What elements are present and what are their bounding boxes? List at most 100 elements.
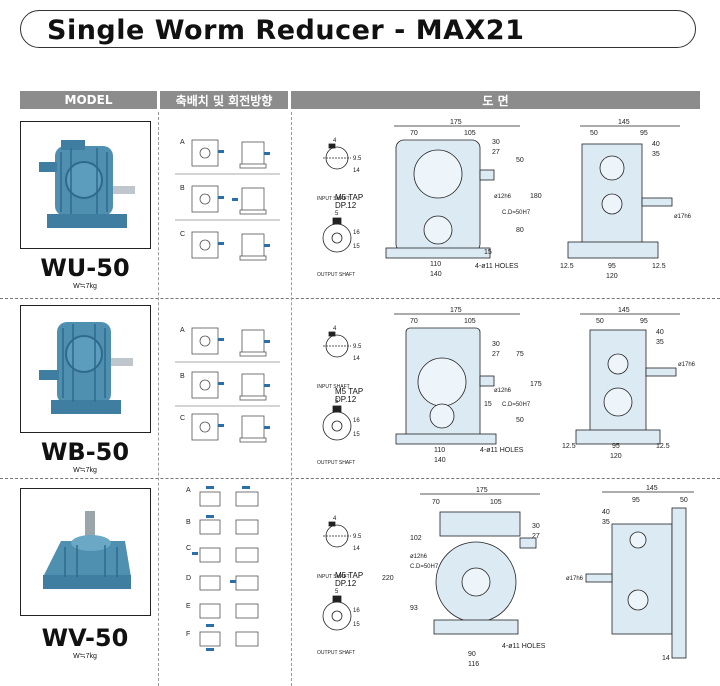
model-name: WV-50 (41, 624, 129, 652)
svg-text:35: 35 (656, 339, 664, 346)
svg-text:40: 40 (652, 141, 660, 148)
svg-text:15: 15 (353, 432, 360, 438)
front-view-drawing: 175 70 105 30 27 102 220 93 90 116 ø12h6… (382, 487, 546, 668)
svg-text:9.5: 9.5 (353, 156, 362, 162)
svg-text:50: 50 (516, 417, 524, 424)
svg-text:220: 220 (382, 575, 394, 582)
input-shaft-label: INPUT SHAFT (317, 196, 350, 202)
arrangement-label: A (180, 139, 185, 146)
svg-text:95: 95 (640, 130, 648, 137)
svg-text:95: 95 (608, 263, 616, 270)
product-photo (20, 305, 151, 433)
svg-text:ø12h6: ø12h6 (494, 388, 512, 394)
svg-text:50: 50 (516, 157, 524, 164)
svg-text:50: 50 (596, 318, 604, 325)
svg-text:12.5: 12.5 (562, 443, 576, 450)
svg-text:105: 105 (464, 318, 476, 325)
svg-text:5: 5 (335, 211, 339, 217)
svg-text:120: 120 (606, 273, 618, 280)
svg-text:145: 145 (618, 307, 630, 314)
row-separator (0, 298, 720, 299)
svg-text:105: 105 (464, 130, 476, 137)
arrangement-label: E (186, 603, 191, 610)
tap-note: M5 TAP DP.12 (335, 387, 364, 404)
side-view-drawing: 145 50 95 40 35 12.5 95 12.5 120 ø17h6 (562, 307, 696, 460)
svg-text:35: 35 (652, 151, 660, 158)
tap-note: M5 TAP DP.12 (335, 571, 364, 588)
title-banner: Single Worm Reducer - MAX21 (20, 10, 696, 48)
svg-text:14: 14 (353, 546, 360, 552)
svg-text:12.5: 12.5 (656, 443, 670, 450)
arrangement-label: C (186, 545, 191, 552)
svg-text:4-ø11 HOLES: 4-ø11 HOLES (475, 263, 519, 270)
model-weight: W≒7kg (73, 653, 97, 660)
svg-text:180: 180 (530, 193, 542, 200)
svg-text:ø12h6: ø12h6 (410, 554, 428, 560)
svg-text:95: 95 (612, 443, 620, 450)
svg-text:9.5: 9.5 (353, 344, 362, 350)
svg-text:27: 27 (492, 351, 500, 358)
model-weight: W≒7kg (73, 283, 97, 290)
arrangement-diagram: A B C D E F (186, 486, 259, 651)
side-view-drawing: 145 95 50 40 35 14 ø17h6 (566, 485, 694, 662)
svg-text:80: 80 (516, 227, 524, 234)
column-divider (158, 112, 159, 686)
svg-text:175: 175 (450, 307, 462, 314)
svg-text:ø17h6: ø17h6 (566, 576, 584, 582)
arrangement-label: C (180, 415, 185, 422)
front-view-drawing: 175 70 105 30 27 50 80 180 110 140 15 ø1… (385, 119, 542, 278)
svg-text:120: 120 (610, 453, 622, 460)
svg-text:35: 35 (602, 519, 610, 526)
svg-text:40: 40 (656, 329, 664, 336)
svg-text:140: 140 (430, 271, 442, 278)
svg-text:140: 140 (434, 457, 446, 464)
header-drawing: 도 면 (291, 91, 700, 109)
row-separator (0, 478, 720, 479)
arrangement-label: B (180, 185, 185, 192)
svg-text:9.5: 9.5 (353, 534, 362, 540)
shaft-detail-drawing: 4 9.5 14 INPUT SHAFT 5 16 15 OUTPUT SHAF… (317, 516, 362, 656)
reducer-photo-image (39, 322, 133, 414)
svg-text:16: 16 (353, 608, 360, 614)
svg-text:15: 15 (353, 622, 360, 628)
svg-text:27: 27 (532, 533, 540, 540)
svg-text:145: 145 (646, 485, 658, 492)
header-arrangement: 축배치 및 회전방향 (160, 91, 288, 109)
page-title: Single Worm Reducer - MAX21 (47, 15, 525, 46)
reducer-photo-image (39, 140, 135, 228)
svg-text:110: 110 (434, 447, 445, 454)
arrangement-label: B (186, 519, 191, 526)
svg-text:C.D=50H7: C.D=50H7 (502, 402, 531, 408)
svg-text:175: 175 (450, 119, 462, 126)
output-shaft-label: OUTPUT SHAFT (317, 650, 355, 656)
svg-text:14: 14 (353, 168, 360, 174)
svg-text:70: 70 (410, 130, 418, 137)
svg-text:27: 27 (492, 149, 500, 156)
svg-text:12.5: 12.5 (560, 263, 574, 270)
svg-text:C.D=50H7: C.D=50H7 (410, 564, 439, 570)
svg-text:70: 70 (432, 499, 440, 506)
svg-text:14: 14 (353, 356, 360, 362)
product-photo (20, 488, 151, 616)
svg-text:95: 95 (640, 318, 648, 325)
tap-note: M5 TAP DP.12 (335, 193, 364, 210)
arrangement-diagram: A B C (175, 139, 280, 261)
svg-text:15: 15 (353, 244, 360, 250)
svg-text:16: 16 (353, 230, 360, 236)
input-shaft-label: INPUT SHAFT (317, 574, 350, 580)
svg-text:75: 75 (516, 351, 524, 358)
svg-text:5: 5 (335, 589, 339, 595)
svg-text:4: 4 (333, 138, 337, 144)
svg-text:145: 145 (618, 119, 630, 126)
svg-text:30: 30 (492, 341, 500, 348)
svg-text:14: 14 (662, 655, 670, 662)
svg-text:5: 5 (335, 399, 339, 405)
model-name: WU-50 (40, 254, 130, 282)
svg-text:12.5: 12.5 (652, 263, 666, 270)
svg-text:C.D=50H7: C.D=50H7 (502, 210, 531, 216)
svg-text:50: 50 (680, 497, 688, 504)
svg-text:116: 116 (468, 661, 479, 668)
svg-text:102: 102 (410, 535, 422, 542)
side-view-drawing: 145 50 95 40 35 12.5 95 12.5 120 ø17h6 (560, 119, 692, 280)
output-shaft-label: OUTPUT SHAFT (317, 460, 355, 466)
